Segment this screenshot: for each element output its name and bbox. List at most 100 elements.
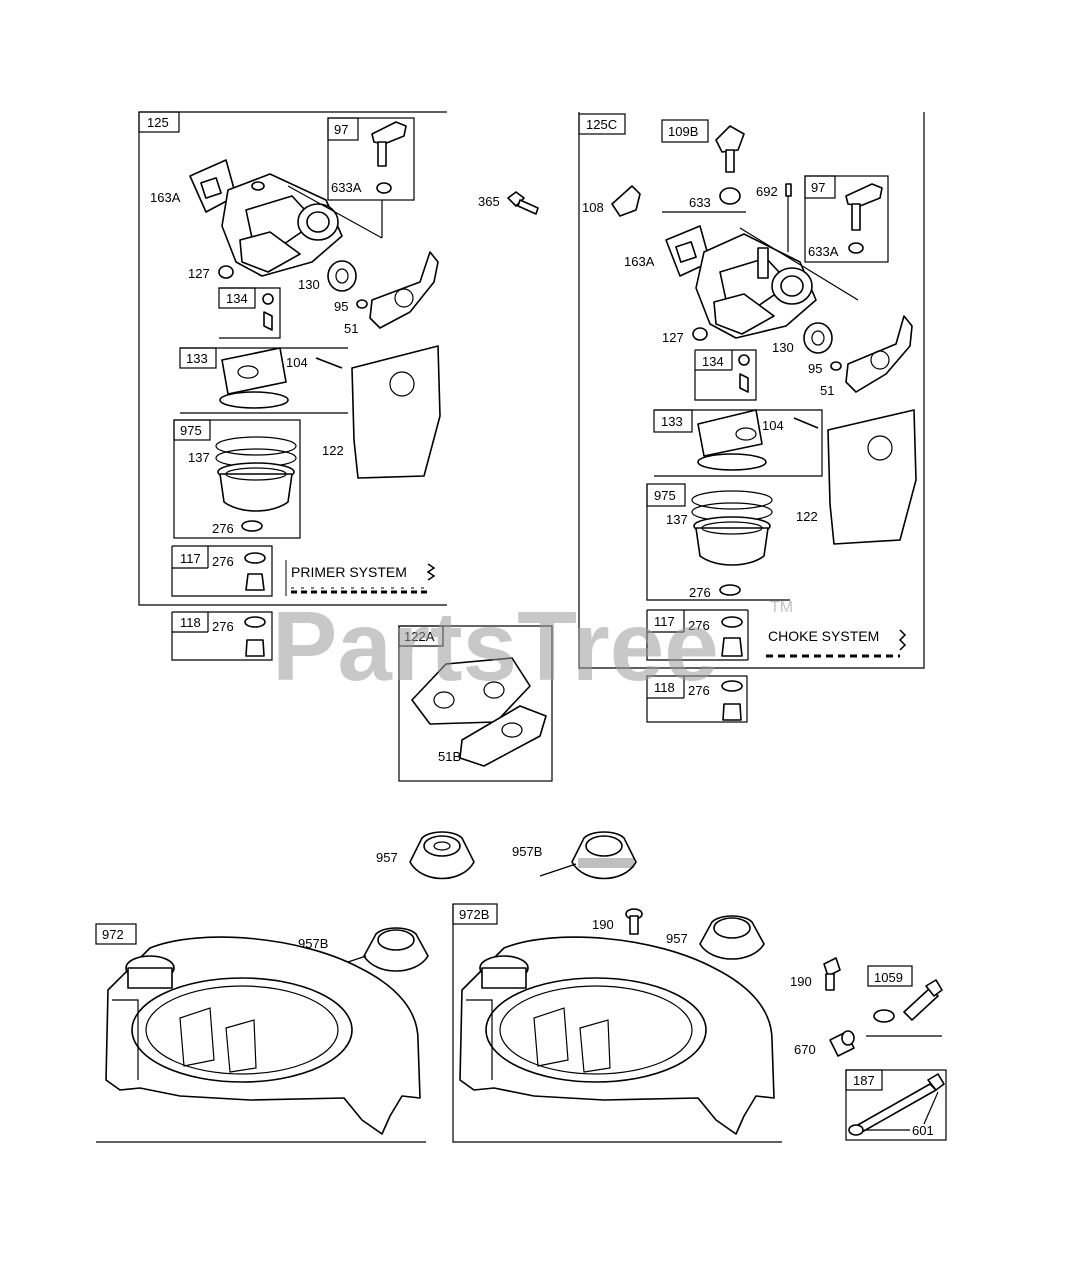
plug-icon: [218, 265, 234, 279]
fuel-tank-icon-972B: [459, 936, 775, 1135]
callout-276-left-975: 276: [212, 521, 234, 536]
callout-137-right: 137: [666, 512, 688, 527]
callout-118-right: 118: [654, 680, 675, 695]
long-bolt-icon: [848, 1073, 945, 1136]
diaphragm-icon: [327, 260, 357, 292]
fuel-cap-icon: [409, 831, 475, 880]
float-icon: [219, 347, 289, 409]
callout-670: 670: [794, 1042, 816, 1057]
watermark-text: PartsTree: [272, 591, 719, 701]
float-bowl-icon: [215, 436, 297, 512]
callout-97-right: 97: [811, 180, 825, 195]
callout-127: 127: [188, 266, 210, 281]
callout-133-right: 133: [661, 414, 683, 429]
carburetor-icon-right: [665, 225, 817, 339]
screw-icon-190: [823, 957, 841, 991]
callout-601: 601: [912, 1123, 934, 1138]
callout-51B: 51B: [438, 749, 461, 764]
choke-system-label: CHOKE SYSTEM: [766, 628, 907, 658]
assembly-118-left: 118 276: [171, 611, 273, 661]
assembly-125C: 125C 109B 633 108 692 97 633A 163A: [578, 112, 925, 669]
callout-957-top: 957: [376, 850, 398, 865]
callout-134: 134: [226, 291, 248, 306]
bolt-washer-icon: [873, 979, 943, 1023]
callout-276-right-118: 276: [688, 683, 710, 698]
callout-127-right: 127: [662, 330, 684, 345]
insulator-plate-icon: [351, 345, 441, 479]
callout-276-left-117: 276: [212, 554, 234, 569]
callout-137: 137: [188, 450, 210, 465]
fuel-cap-icon-972B: [699, 915, 765, 960]
callout-276-right-975: 276: [689, 585, 711, 600]
callout-130-right: 130: [772, 340, 794, 355]
callout-133: 133: [186, 351, 208, 366]
callout-117-right: 117: [654, 614, 675, 629]
watermark: PartsTree TM: [272, 591, 793, 701]
callout-97: 97: [334, 122, 348, 137]
primer-plunger-icon: [371, 121, 407, 194]
vented-fuel-cap-icon: [539, 831, 637, 880]
callout-95-right: 95: [808, 361, 822, 376]
primer-plunger-icon-right: [845, 183, 883, 254]
screw-icon-190-top: [625, 908, 643, 935]
bracket-icon: [611, 185, 641, 217]
callout-975: 975: [180, 423, 202, 438]
callout-51-right: 51: [820, 383, 834, 398]
fuel-tank-972: 972 957B: [95, 923, 429, 1143]
callout-276-right-117: 276: [688, 618, 710, 633]
callout-1059: 1059: [874, 970, 903, 985]
callout-95: 95: [334, 299, 348, 314]
callout-51: 51: [344, 321, 358, 336]
assembly-125: 125 97 633A 163A 127 130: [138, 111, 447, 606]
fuel-tank-972B: 972B 190 957: [452, 903, 782, 1143]
callout-125C: 125C: [586, 117, 617, 132]
gasket-icon: [369, 251, 439, 329]
callout-117: 117: [180, 551, 201, 566]
callout-365: 365: [478, 194, 500, 209]
callout-633A: 633A: [331, 180, 362, 195]
callout-633: 633: [689, 195, 711, 210]
spacer-icon: [411, 657, 547, 767]
callout-163A-right: 163A: [624, 254, 655, 269]
callout-692: 692: [756, 184, 778, 199]
watermark-trademark: TM: [770, 599, 793, 616]
fuel-cap-icon-972: [335, 927, 429, 972]
float-icon-right: [697, 409, 767, 471]
callout-122: 122: [322, 443, 344, 458]
callout-125: 125: [147, 115, 169, 130]
callout-130: 130: [298, 277, 320, 292]
callout-134-right: 134: [702, 354, 724, 369]
bushing-icon: [829, 1030, 855, 1057]
float-bowl-icon-right: [691, 490, 773, 566]
callout-118: 118: [180, 615, 201, 630]
svg-text:PRIMER SYSTEM: PRIMER SYSTEM: [291, 564, 407, 580]
callout-957B-top: 957B: [512, 844, 542, 859]
callout-163A: 163A: [150, 190, 181, 205]
callout-972: 972: [102, 927, 124, 942]
choke-lever-icon: [715, 125, 745, 205]
bolt-icon: [507, 191, 539, 215]
needle-icon: [262, 293, 274, 331]
primer-system-label: PRIMER SYSTEM: [285, 560, 436, 596]
callout-276-left-118: 276: [212, 619, 234, 634]
callout-972B: 972B: [459, 907, 489, 922]
callout-190-top: 190: [592, 917, 614, 932]
svg-text:CHOKE SYSTEM: CHOKE SYSTEM: [768, 628, 879, 644]
middle-parts: 365 122A 51B: [398, 191, 553, 782]
callout-122A: 122A: [404, 629, 435, 644]
callout-975-right: 975: [654, 488, 676, 503]
callout-187: 187: [853, 1073, 875, 1088]
hardware-parts: 190 1059 670 187 601: [790, 957, 947, 1141]
callout-104-right: 104: [762, 418, 784, 433]
insulator-plate-icon-right: [827, 409, 917, 545]
callout-122-right: 122: [796, 509, 818, 524]
callout-957-972B: 957: [666, 931, 688, 946]
fuel-tank-icon: [105, 936, 421, 1135]
carburetor-icon: [189, 159, 343, 277]
callout-190: 190: [790, 974, 812, 989]
assembly-118-right: 118 276: [646, 675, 748, 723]
screw-icon: [356, 299, 368, 309]
callout-109B: 109B: [668, 124, 698, 139]
fuel-caps: 957 957B: [376, 831, 637, 880]
